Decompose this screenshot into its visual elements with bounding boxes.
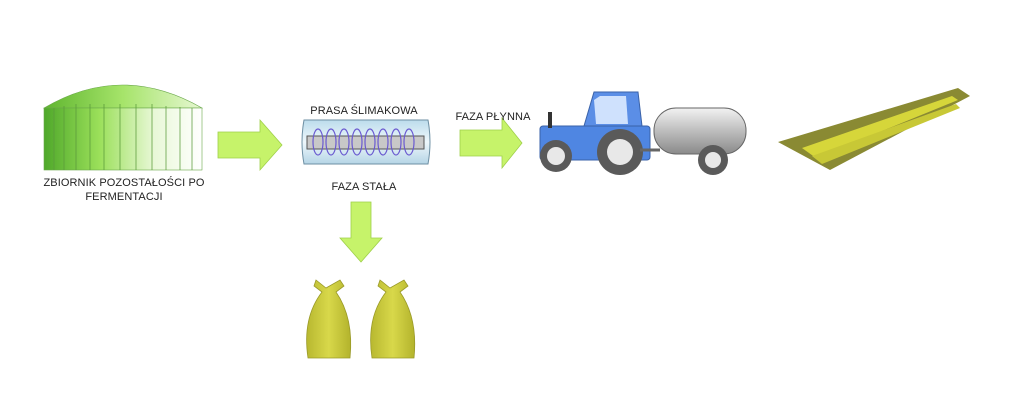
digestate-tank-label-line1: ZBIORNIK POZOSTAŁOŚCI PO [43, 177, 205, 189]
tank-trailer-icon [640, 107, 747, 175]
sack-icon [370, 279, 416, 359]
tractor-icon [539, 91, 651, 175]
liquid-phase-label: FAZA PŁYNNA [455, 111, 531, 123]
digestate-tank-icon [42, 84, 204, 171]
screw-press-icon [301, 119, 431, 165]
screw-press-label: PRASA ŚLIMAKOWA [310, 105, 418, 117]
arrow-right-icon [459, 116, 523, 170]
arrow-down-icon [339, 201, 383, 263]
digestate-tank-label: ZBIORNIK POZOSTAŁOŚCI PO FERMENTACJI [22, 176, 226, 204]
sack-icon [306, 279, 352, 359]
arrow-right-icon [217, 118, 283, 172]
digestate-tank-label-line2: FERMENTACJI [85, 191, 163, 203]
field-icon [778, 88, 970, 170]
solid-phase-label: FAZA STAŁA [331, 181, 397, 193]
